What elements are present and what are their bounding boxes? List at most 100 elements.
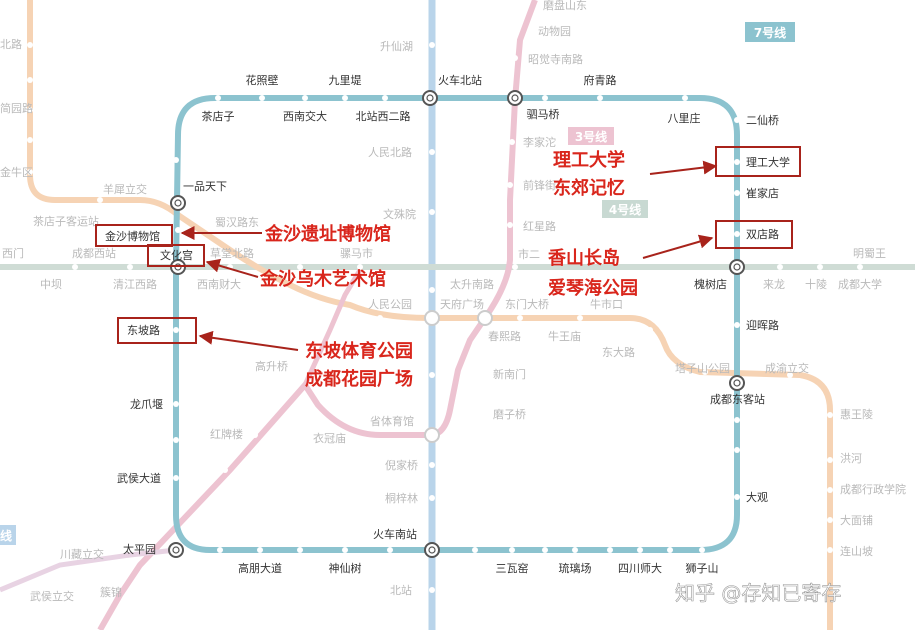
station-chadianzi: 茶店子 [202,109,235,123]
station-damianpu: 大面铺 [840,513,873,527]
station-wenhuagong: 文化宫 [160,248,193,262]
station-chengdudongkezhan: 成都东客站 [710,392,765,406]
station-huochebeizhan: 火车北站 [438,73,482,87]
station-chadianzikeyunzhan: 茶店子客运站 [33,214,99,228]
arrow-a4 [649,160,718,175]
station-tongziqiao: 桐梓林 [385,491,418,505]
box-dongpolu [117,317,197,344]
arrow-a5 [642,234,714,259]
box-wenhuagong [147,244,205,267]
annotation-arrows [180,160,718,351]
station-shiling: 十陵 [805,277,827,291]
station-chengduxizhan: 成都西站 [72,246,116,260]
station-zhongba: 中坝 [40,277,62,291]
station-sichuanshida: 四川师大 [618,561,662,575]
station-chuanzanglijiao: 川藏立交 [60,547,104,561]
station-dongmendaqiao: 东门大桥 [505,297,549,311]
station-yinghuilu: 迎晖路 [746,319,779,332]
station-erxianqiao: 二仙桥 [746,114,779,127]
station-tianfuguangchang: 天府广场 [440,297,484,311]
interchange-huochenanzhan [424,542,440,558]
station-qianfengjie: 前锋街 [523,178,556,192]
station-shizishan: 狮子山 [686,562,719,575]
station-huozhaobi: 花照壁 [246,73,279,87]
station-yipintianxia: 一品天下 [183,180,227,193]
station-xinnanmen: 新南门 [493,367,526,381]
annotation-jinsha-wumu: 金沙乌木艺术馆 [259,268,386,290]
station-huiwangling: 惠王陵 [840,407,873,421]
station-shier: 市二 [518,247,540,261]
interchange-simaqiao [507,90,523,106]
line-3-label: 3号线 [575,129,607,144]
station-shenxianshu: 神仙树 [329,561,362,575]
station-fuqinglu: 府青路 [584,73,617,87]
line-labels: 7号线 3号线 4号线 线 [0,22,795,545]
arrow-a2 [205,258,259,278]
station-niuwangmiao: 牛王庙 [548,329,581,343]
station-nixiqiao: 倪家桥 [385,458,418,472]
interchange-chunxilu [477,310,493,326]
station-chengdudaxue: 成都大学 [838,277,882,291]
annotation-ligong: 理工大学 [553,149,625,171]
station-beizhanxierlu: 北站西二路 [356,109,411,123]
station-ligongdaxue: 理工大学 [746,155,790,169]
station-mingshu: 明蜀王 [853,247,886,260]
station-huochenanzhan: 火车南站 [373,527,417,541]
station-sanwayao: 三瓦窑 [496,561,529,575]
box-jinshabowuguan [95,224,173,247]
station-huaishudian: 槐树店 [694,277,727,291]
station-wuhoulijiao: 武侯立交 [30,589,74,603]
interchange-taipingyuan [168,542,184,558]
station-shengxianhu: 升仙湖 [380,40,413,53]
interchanges [168,90,745,558]
annotation-dongpo-park: 东坡体育公园 [305,340,413,362]
station-lailong: 来龙 [763,278,785,291]
edge-line-badge [0,525,16,545]
station-hongxinglu: 红星路 [523,220,556,233]
station-chengduxingzhengxueyuan: 成都行政学院 [840,482,906,496]
faint-dots [27,27,863,593]
station-dongpolu: 东坡路 [127,324,160,337]
interchange-tianfuguangchang [424,310,440,326]
station-shuangdianlu: 双店路 [746,227,779,241]
interchange-shengtiyuguan [424,427,440,443]
station-mozibridge: 磨子桥 [493,408,526,421]
annotations: 金沙遗址博物馆 金沙乌木艺术馆 东坡体育公园 成都花园广场 理工大学 东郊记忆 … [259,149,638,390]
line-4-label: 4号线 [609,202,641,217]
station-dongwuyuan: 动物园 [538,24,571,38]
annotation-jinsha-museum: 金沙遗址博物馆 [264,223,391,245]
station-jinshabowuguan: 金沙博物馆 [105,229,160,243]
station-longzhuayan: 龙爪堰 [130,398,163,411]
station-lijiatuo: 李家沱 [523,135,556,149]
station-jiulidi: 九里堤 [329,74,362,87]
station-balizhuang: 八里庄 [668,111,701,125]
line-7-label: 7号线 [754,25,786,40]
station-xinanjiaoda: 西南交大 [283,109,327,123]
station-yiguanmiao: 衣冠庙 [313,431,346,445]
station-daguan: 大观 [746,490,768,504]
station-hongpailou: 红牌楼 [210,427,243,441]
station-hongheta: 洪河 [840,451,862,465]
station-cuijiadian: 崔家店 [746,186,779,200]
line-7-badge [745,22,795,42]
faint-station-labels: 磨盘山东 动物园 昭觉寺南路 升仙湖 人民北路 李家沱 前锋街 红星路 市二 文… [0,0,906,603]
station-edge-2: 简园路 [0,101,33,115]
station-taishengnanlu: 太升南路 [450,278,494,291]
interchange-yipintianxia [170,195,186,211]
station-dots [173,95,740,553]
arrow-a3 [198,330,299,351]
line-2 [27,0,833,630]
station-taziihanggongyuan: 塔子山公园 [675,362,730,375]
station-yangxilixiao: 羊犀立交 [103,182,147,196]
station-huanghan: 簇锦 [100,585,122,599]
station-shuzhilu: 蜀汉路东 [215,216,259,229]
line-8 [302,268,363,387]
station-xinanzaida: 西南财大 [197,277,241,291]
station-chengyulijiao: 成渝立交 [765,361,809,375]
edge-line-label: 线 [0,528,12,543]
station-chunxilu: 春熙路 [488,330,521,343]
watermark: 知乎 @存知已寄存 [675,581,841,605]
station-zhaojuesinanlu: 昭觉寺南路 [528,53,583,66]
station-shengtiyuguan: 省体育馆 [370,414,414,428]
